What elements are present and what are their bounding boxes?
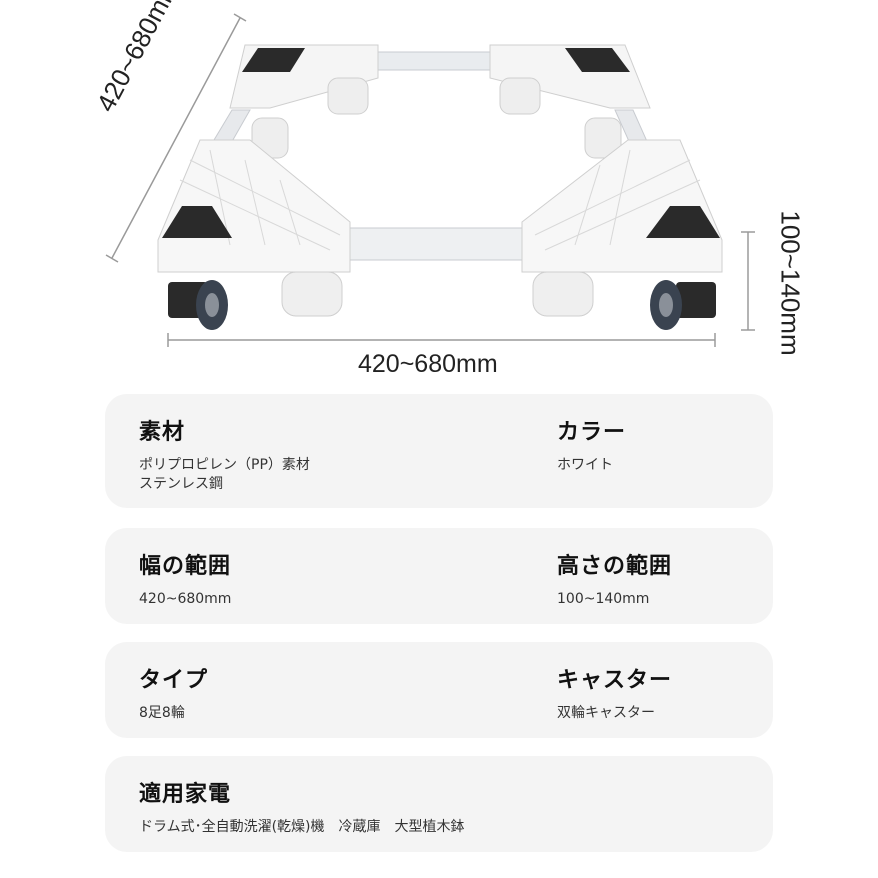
spec-width-range: 幅の範囲 420~680mm bbox=[139, 548, 231, 609]
height-dimension-label: 100~140mm bbox=[775, 210, 806, 356]
spec-value: 8足8輪 bbox=[139, 705, 185, 721]
spec-type: タイプ 8足8輪 bbox=[139, 662, 208, 723]
spec-card-material: 素材 ポリプロピレン（PP）素材 ステンレス鋼 カラー ホワイト bbox=[105, 394, 773, 508]
spec-appliances: 適用家電 ドラム式･全自動洗濯(乾燥)機 冷蔵庫 大型植木鉢 bbox=[139, 776, 465, 837]
spec-card-range: 幅の範囲 420~680mm 高さの範囲 100~140mm bbox=[105, 528, 773, 624]
width-dimension-line bbox=[167, 333, 716, 347]
spec-card-type: タイプ 8足8輪 キャスター 双輪キャスター bbox=[105, 642, 773, 738]
caster-left bbox=[168, 280, 228, 330]
caster-right bbox=[650, 280, 716, 330]
spec-caster: キャスター 双輪キャスター bbox=[557, 662, 672, 723]
spec-material: 素材 ポリプロピレン（PP）素材 ステンレス鋼 bbox=[139, 414, 310, 494]
washing-machine-stand-image bbox=[105, 13, 755, 347]
spec-card-appliances: 適用家電 ドラム式･全自動洗濯(乾燥)機 冷蔵庫 大型植木鉢 bbox=[105, 756, 773, 852]
spec-title: 高さの範囲 bbox=[557, 554, 673, 579]
width-dimension-label: 420~680mm bbox=[358, 350, 498, 378]
spec-title: カラー bbox=[557, 420, 627, 445]
spec-value: ポリプロピレン（PP）素材 ステンレス鋼 bbox=[139, 457, 310, 492]
spec-title: 素材 bbox=[139, 420, 186, 445]
product-illustration: 420~680mm 420~680mm 100~140mm bbox=[0, 0, 878, 390]
height-dimension-line bbox=[741, 231, 755, 331]
spec-value: ホワイト bbox=[557, 457, 613, 473]
spec-value: 双輪キャスター bbox=[557, 705, 655, 721]
spec-title: 適用家電 bbox=[139, 782, 232, 807]
spec-title: キャスター bbox=[557, 668, 673, 693]
depth-dimension-line bbox=[105, 13, 247, 263]
spec-title: タイプ bbox=[139, 668, 209, 693]
spec-title: 幅の範囲 bbox=[139, 554, 232, 579]
spec-value: 420~680mm bbox=[139, 591, 232, 607]
spec-height-range: 高さの範囲 100~140mm bbox=[557, 548, 672, 609]
spec-color: カラー ホワイト bbox=[557, 414, 626, 475]
spec-value: ドラム式･全自動洗濯(乾燥)機 冷蔵庫 大型植木鉢 bbox=[139, 819, 465, 835]
spec-value: 100~140mm bbox=[557, 591, 650, 607]
